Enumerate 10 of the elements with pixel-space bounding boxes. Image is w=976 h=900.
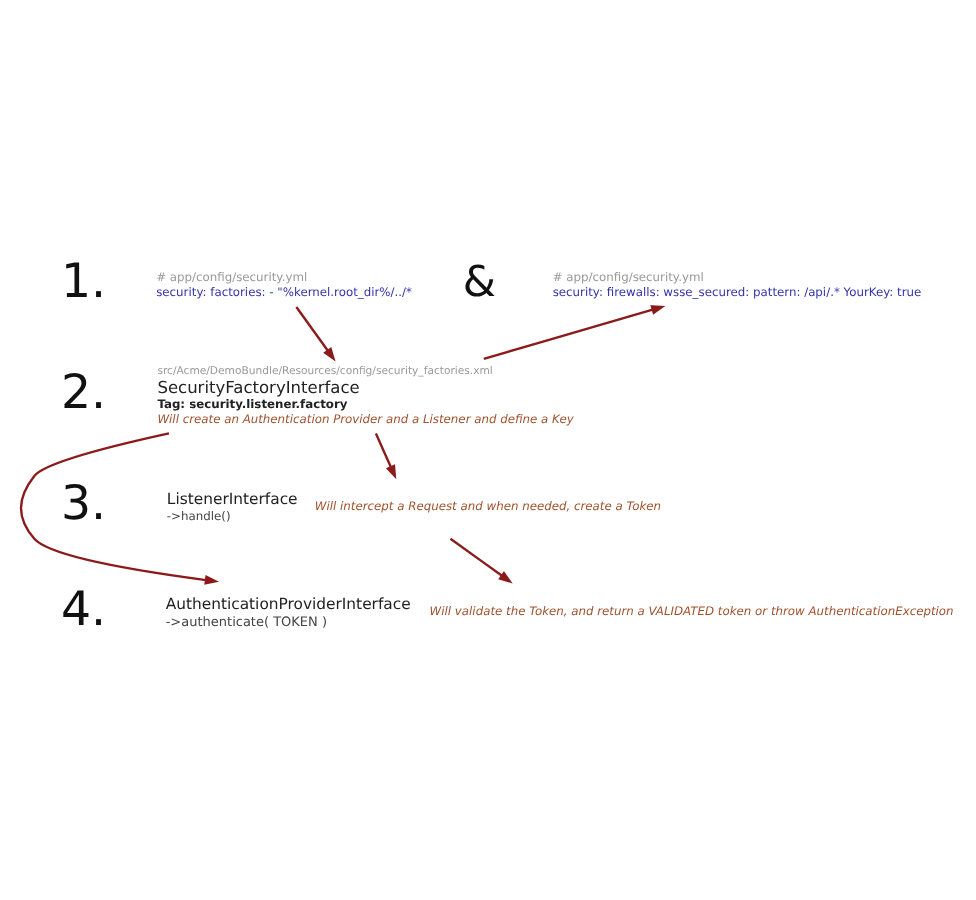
arrow bbox=[295, 306, 336, 362]
arrow bbox=[483, 305, 666, 360]
label: & bbox=[462, 257, 496, 308]
label: 3. bbox=[60, 475, 107, 532]
arrow bbox=[449, 537, 513, 584]
arrow bbox=[374, 433, 397, 480]
label: 1. bbox=[60, 253, 107, 310]
arrow bbox=[19, 432, 219, 585]
label: 4. bbox=[60, 581, 107, 638]
label: 2. bbox=[60, 363, 107, 420]
